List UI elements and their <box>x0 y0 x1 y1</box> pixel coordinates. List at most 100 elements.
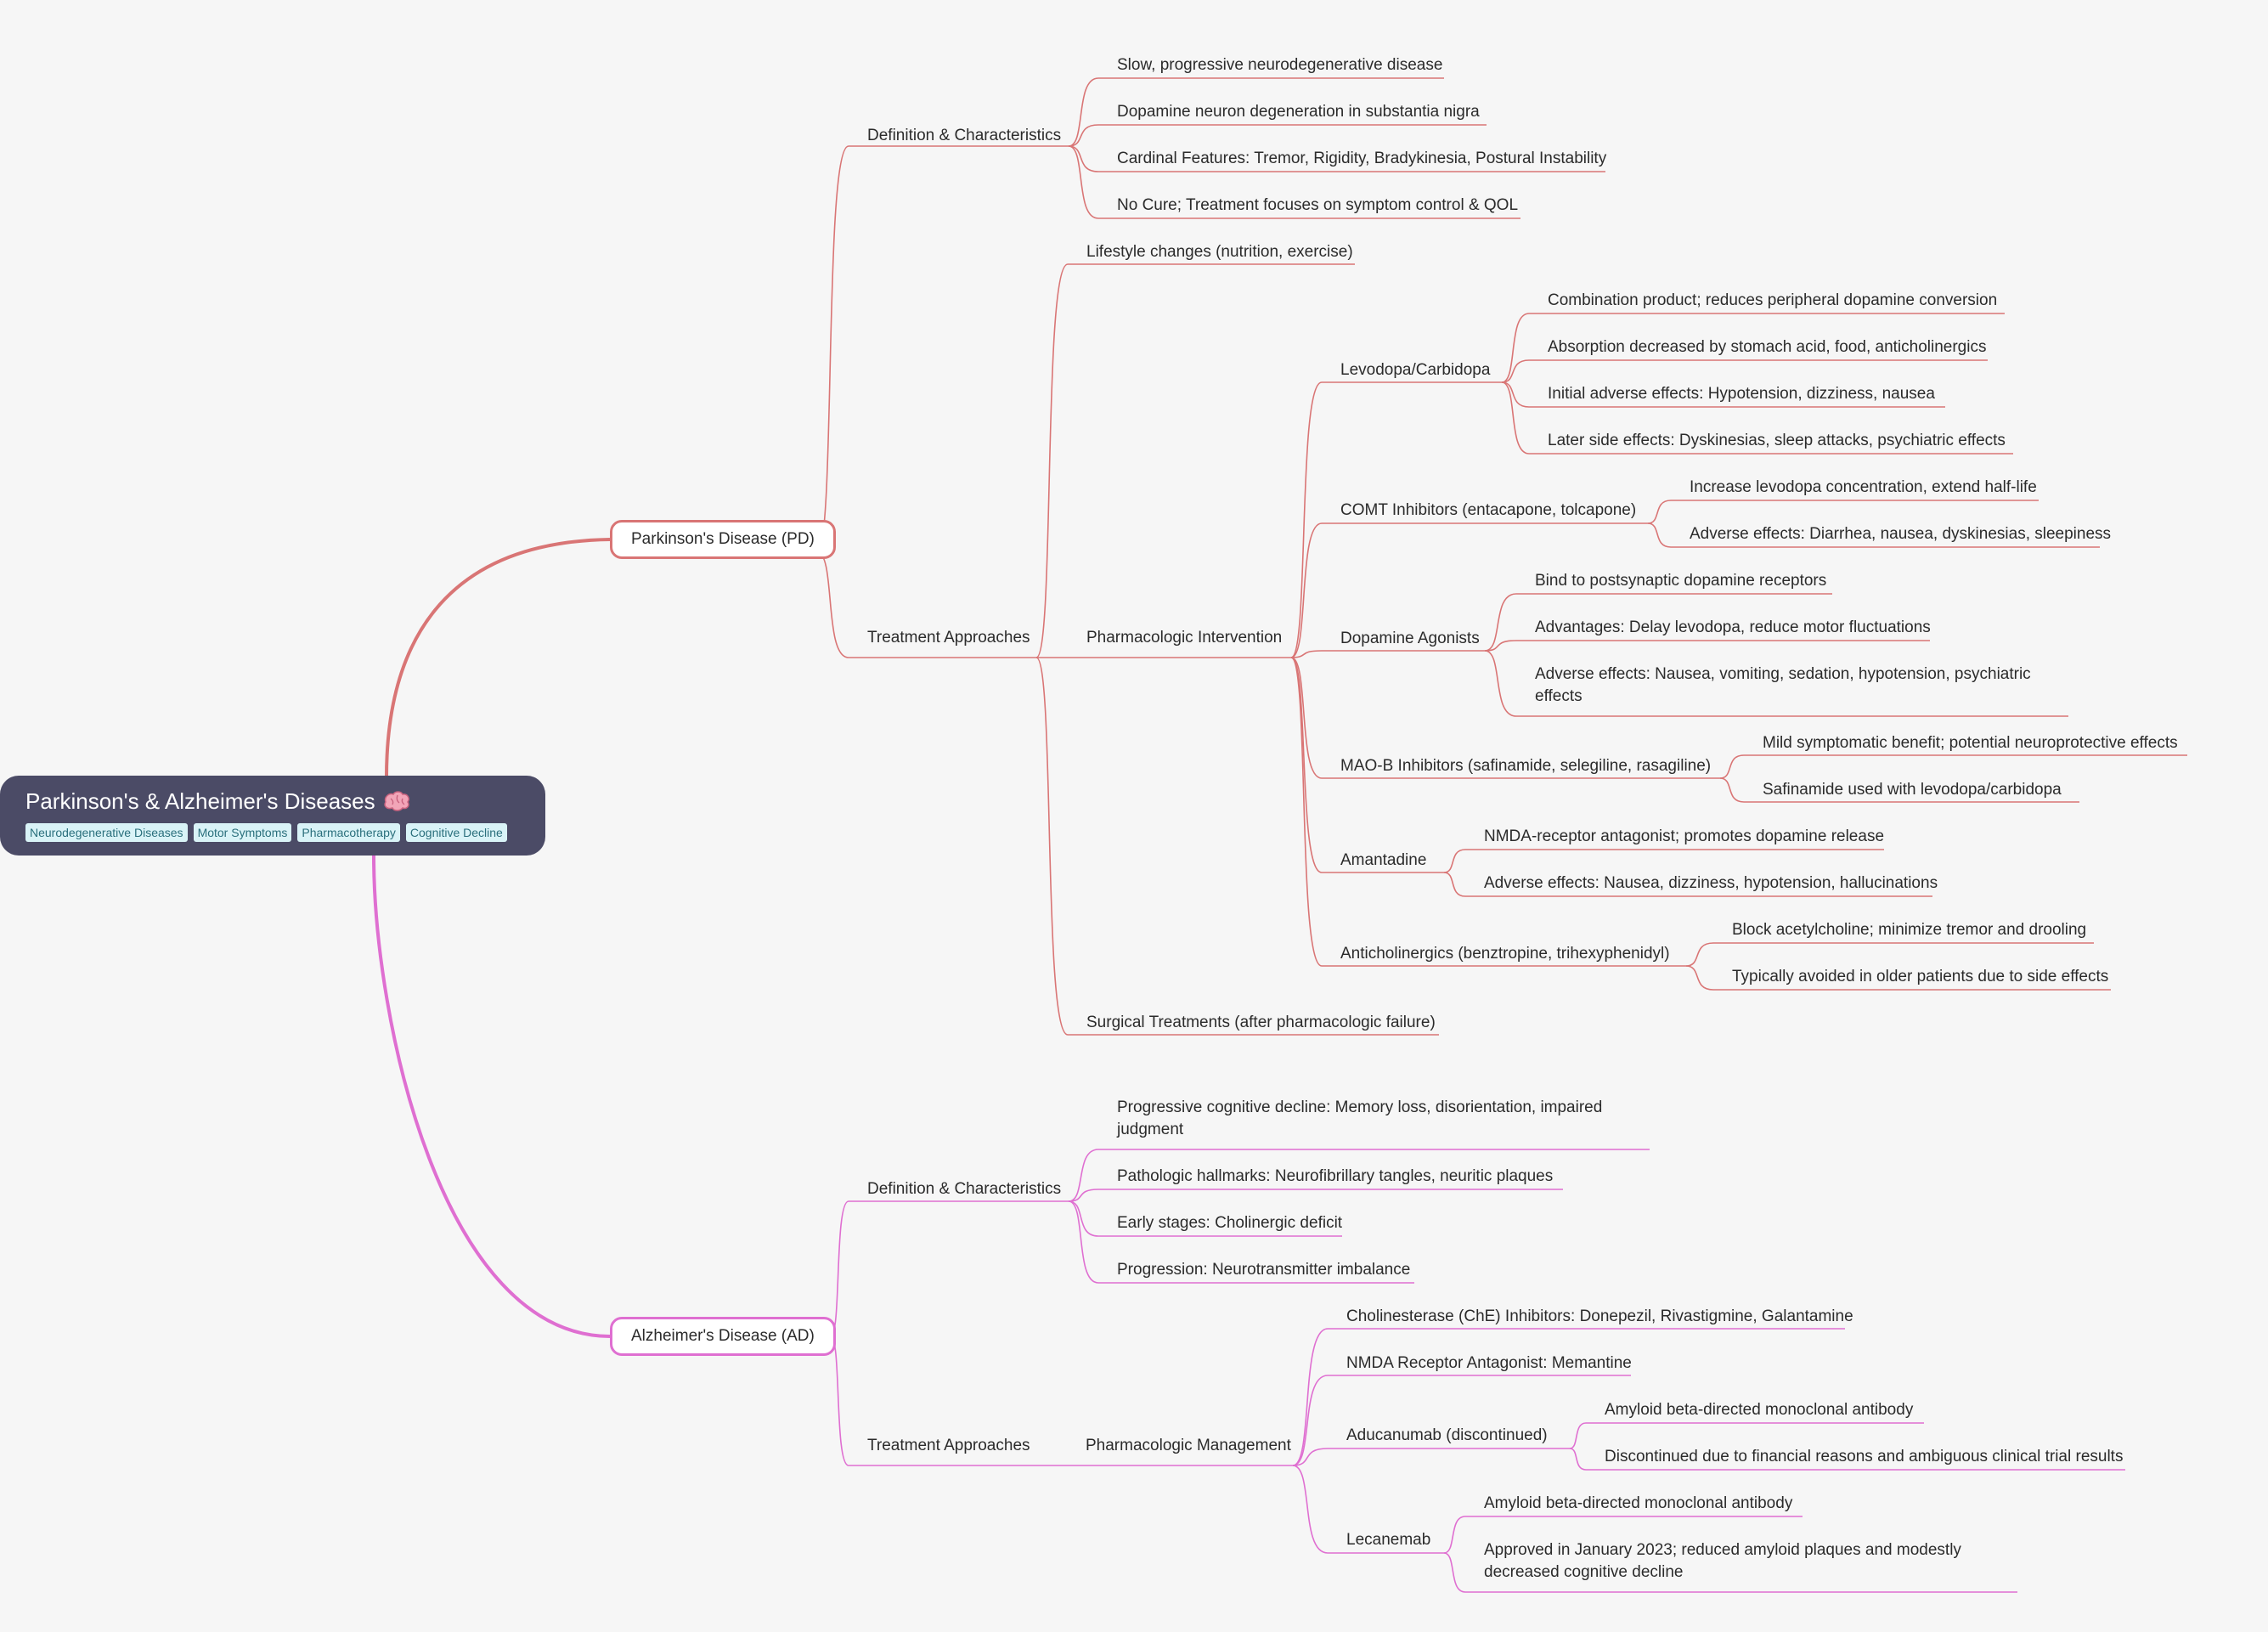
amantadine-item[interactable]: Adverse effects: Nausea, dizziness, hypo… <box>1484 874 1938 892</box>
comt-item[interactable]: Increase levodopa concentration, extend … <box>1690 478 2037 496</box>
anticholinergics-link <box>1685 942 2094 967</box>
pd-pharma-link <box>1290 522 1648 658</box>
pd-def-item[interactable]: No Cure; Treatment focuses on symptom co… <box>1117 196 1519 214</box>
lecanemab-item[interactable]: Amyloid beta-directed monoclonal antibod… <box>1484 1494 1793 1512</box>
maob-node[interactable]: MAO-B Inhibitors (safinamide, selegiline… <box>1340 757 1712 775</box>
dopamine-agonists-node[interactable]: Dopamine Agonists <box>1340 630 1480 647</box>
comt-node[interactable]: COMT Inhibitors (entacapone, tolcapone) <box>1340 501 1637 519</box>
pd-treatment-node[interactable]: Treatment Approaches <box>867 629 1030 647</box>
pd-def-item[interactable]: Dopamine neuron degeneration in substant… <box>1117 103 1480 121</box>
levodopa-link <box>1501 381 1945 408</box>
aducanumab-link <box>1569 1422 1924 1449</box>
root-title: Parkinson's & Alzheimer's Diseases <box>25 788 375 814</box>
pd-treatment-link <box>1035 657 1439 1036</box>
anticholinergics-link <box>1685 965 2111 991</box>
maob-item[interactable]: Mild symptomatic benefit; potential neur… <box>1763 734 2178 752</box>
amantadine-item[interactable]: NMDA-receptor antagonist; promotes dopam… <box>1484 827 1885 845</box>
root-to-ad-link <box>372 855 611 1338</box>
aducanumab-node[interactable]: Aducanumab (discontinued) <box>1346 1426 1548 1444</box>
agonist-item[interactable]: Adverse effects: Nausea, vomiting, sedat… <box>1535 665 2031 705</box>
levodopa-item[interactable]: Initial adverse effects: Hypotension, di… <box>1548 385 1935 403</box>
pd-pharma-link <box>1290 657 1686 967</box>
ad-treatment-node[interactable]: Treatment Approaches <box>867 1437 1030 1454</box>
pd-node[interactable]: Parkinson's Disease (PD) <box>610 520 836 559</box>
nmda-antagonist-node[interactable]: NMDA Receptor Antagonist: Memantine <box>1346 1354 1632 1372</box>
root-title-row: Parkinson's & Alzheimer's Diseases <box>25 786 520 816</box>
agonist-link <box>1484 640 1930 652</box>
ad-pharma-link <box>1292 1328 1845 1466</box>
pd-pharma-link <box>1290 657 1444 873</box>
ad-def-item[interactable]: Progression: Neurotransmitter imbalance <box>1117 1261 1411 1279</box>
lecanemab-node[interactable]: Lecanemab <box>1346 1531 1431 1549</box>
lecanemab-item[interactable]: Approved in January 2023; reduced amyloi… <box>1484 1541 1961 1581</box>
levodopa-node[interactable]: Levodopa/Carbidopa <box>1340 361 1491 379</box>
ad-pharma-link <box>1292 1375 1631 1466</box>
ad-def-item[interactable]: Progressive cognitive decline: Memory lo… <box>1117 1098 1603 1138</box>
ad-def-link <box>1068 1200 1414 1284</box>
levodopa-link <box>1501 313 2005 383</box>
ad-def-item[interactable]: Early stages: Cholinergic deficit <box>1117 1214 1343 1232</box>
pd-def-link <box>1068 145 1605 172</box>
pd-pharma-link <box>1290 650 1485 658</box>
pd-pharma-link <box>1290 657 1720 779</box>
levodopa-item[interactable]: Absorption decreased by stomach acid, fo… <box>1548 338 1987 356</box>
ad-definition-node[interactable]: Definition & Characteristics <box>867 1180 1062 1198</box>
agonist-item[interactable]: Advantages: Delay levodopa, reduce motor… <box>1535 618 1931 636</box>
levodopa-link <box>1501 381 2013 455</box>
agonist-link <box>1484 650 2068 717</box>
ad-pharma-link <box>1292 1448 1570 1466</box>
lecanemab-link <box>1443 1552 2017 1593</box>
aducanumab-item[interactable]: Amyloid beta-directed monoclonal antibod… <box>1605 1401 1914 1419</box>
ad-def-link <box>1068 1200 1342 1237</box>
pd-def-link <box>1068 124 1487 147</box>
pd-treatment-link <box>1035 263 1355 658</box>
levodopa-link <box>1501 359 1988 383</box>
ad-def-link <box>1068 1149 1650 1202</box>
ad-branch-link <box>830 1200 1069 1337</box>
pd-lifestyle-node[interactable]: Lifestyle changes (nutrition, exercise) <box>1086 243 1353 261</box>
levodopa-item[interactable]: Later side effects: Dyskinesias, sleep a… <box>1548 432 2006 449</box>
amantadine-link <box>1443 872 1932 897</box>
maob-item[interactable]: Safinamide used with levodopa/carbidopa <box>1763 781 2062 799</box>
pd-surgical-node[interactable]: Surgical Treatments (after pharmacologic… <box>1086 1014 1436 1031</box>
anticholinergics-node[interactable]: Anticholinergics (benztropine, trihexyph… <box>1340 945 1670 963</box>
aducanumab-item[interactable]: Discontinued due to financial reasons an… <box>1605 1448 2124 1465</box>
root-node[interactable]: Parkinson's & Alzheimer's Diseases Neuro… <box>0 776 545 856</box>
che-inhibitors-node[interactable]: Cholinesterase (ChE) Inhibitors: Donepez… <box>1346 1307 1853 1325</box>
ad-pharma-link <box>1292 1465 1444 1554</box>
pd-pharma-node[interactable]: Pharmacologic Intervention <box>1086 629 1283 647</box>
tag-neurodegenerative[interactable]: Neurodegenerative Diseases <box>25 823 188 842</box>
comt-link <box>1647 522 2100 548</box>
agonist-item[interactable]: Bind to postsynaptic dopamine receptors <box>1535 572 1827 590</box>
anticholinergics-item[interactable]: Typically avoided in older patients due … <box>1732 968 2109 985</box>
ad-def-link <box>1068 1189 1563 1202</box>
comt-item[interactable]: Adverse effects: Diarrhea, nausea, dyski… <box>1690 525 2112 543</box>
aducanumab-link <box>1569 1448 2125 1471</box>
levodopa-item[interactable]: Combination product; reduces peripheral … <box>1548 291 1998 309</box>
root-to-pd-link <box>385 538 611 778</box>
pd-def-link <box>1068 77 1444 147</box>
ad-node[interactable]: Alzheimer's Disease (AD) <box>610 1317 836 1356</box>
amantadine-node[interactable]: Amantadine <box>1340 851 1427 869</box>
lecanemab-link <box>1443 1516 1803 1554</box>
comt-link <box>1647 500 2039 524</box>
ad-pharma-node[interactable]: Pharmacologic Management <box>1086 1437 1291 1454</box>
tag-cognitive-decline[interactable]: Cognitive Decline <box>405 823 507 842</box>
pd-def-item[interactable]: Cardinal Features: Tremor, Rigidity, Bra… <box>1117 150 1607 167</box>
tag-pharmacotherapy[interactable]: Pharmacotherapy <box>297 823 400 842</box>
tag-motor-symptoms[interactable]: Motor Symptoms <box>193 823 292 842</box>
pd-definition-node[interactable]: Definition & Characteristics <box>867 127 1062 144</box>
pd-def-link <box>1068 145 1520 219</box>
pd-pharma-link <box>1290 381 1502 658</box>
amantadine-link <box>1443 849 1884 873</box>
pd-branch-link <box>816 145 1069 553</box>
pd-def-item[interactable]: Slow, progressive neurodegenerative dise… <box>1117 56 1443 74</box>
root-tags: Neurodegenerative Diseases Motor Symptom… <box>25 823 520 842</box>
maob-link <box>1719 754 2187 779</box>
anticholinergics-item[interactable]: Block acetylcholine; minimize tremor and… <box>1732 921 2087 939</box>
brain-icon <box>384 791 409 811</box>
maob-link <box>1719 777 2079 803</box>
ad-def-item[interactable]: Pathologic hallmarks: Neurofibrillary ta… <box>1117 1167 1554 1185</box>
